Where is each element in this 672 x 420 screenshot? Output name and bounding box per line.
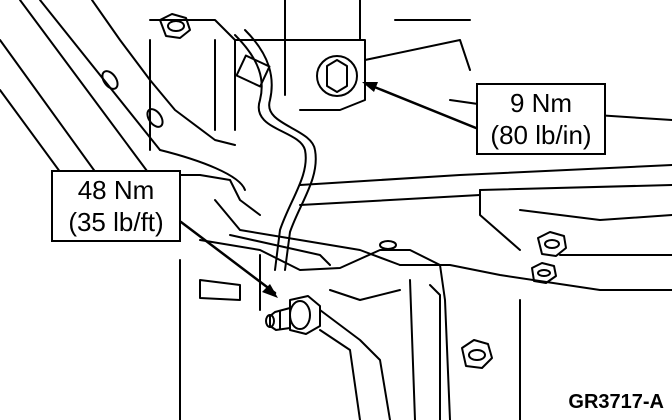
upper-left-nut <box>159 13 191 39</box>
leader-lines <box>179 82 478 298</box>
torque-callout-48nm: 48 Nm (35 lb/ft) <box>51 170 181 242</box>
torque-metric-label: 9 Nm <box>509 88 573 118</box>
right-upper-nut <box>537 231 567 257</box>
hex-socket-bolt <box>316 55 358 97</box>
torque-metric-label: 48 Nm <box>77 175 155 205</box>
figure-id-label: GR3717-A <box>568 391 664 413</box>
lower-right-nut <box>461 339 493 369</box>
upper-bracket <box>149 0 471 146</box>
brake-line-tube <box>234 29 317 271</box>
torque-imperial-label: (35 lb/ft) <box>68 207 164 237</box>
crossmember <box>159 149 672 271</box>
lower-body <box>179 254 401 420</box>
torque-callout-9nm: 9 Nm (80 lb/in) <box>476 83 606 155</box>
right-structure <box>399 99 672 420</box>
lower-bolt-stud <box>265 295 321 335</box>
torque-imperial-label: (80 lb/in) <box>490 120 592 150</box>
